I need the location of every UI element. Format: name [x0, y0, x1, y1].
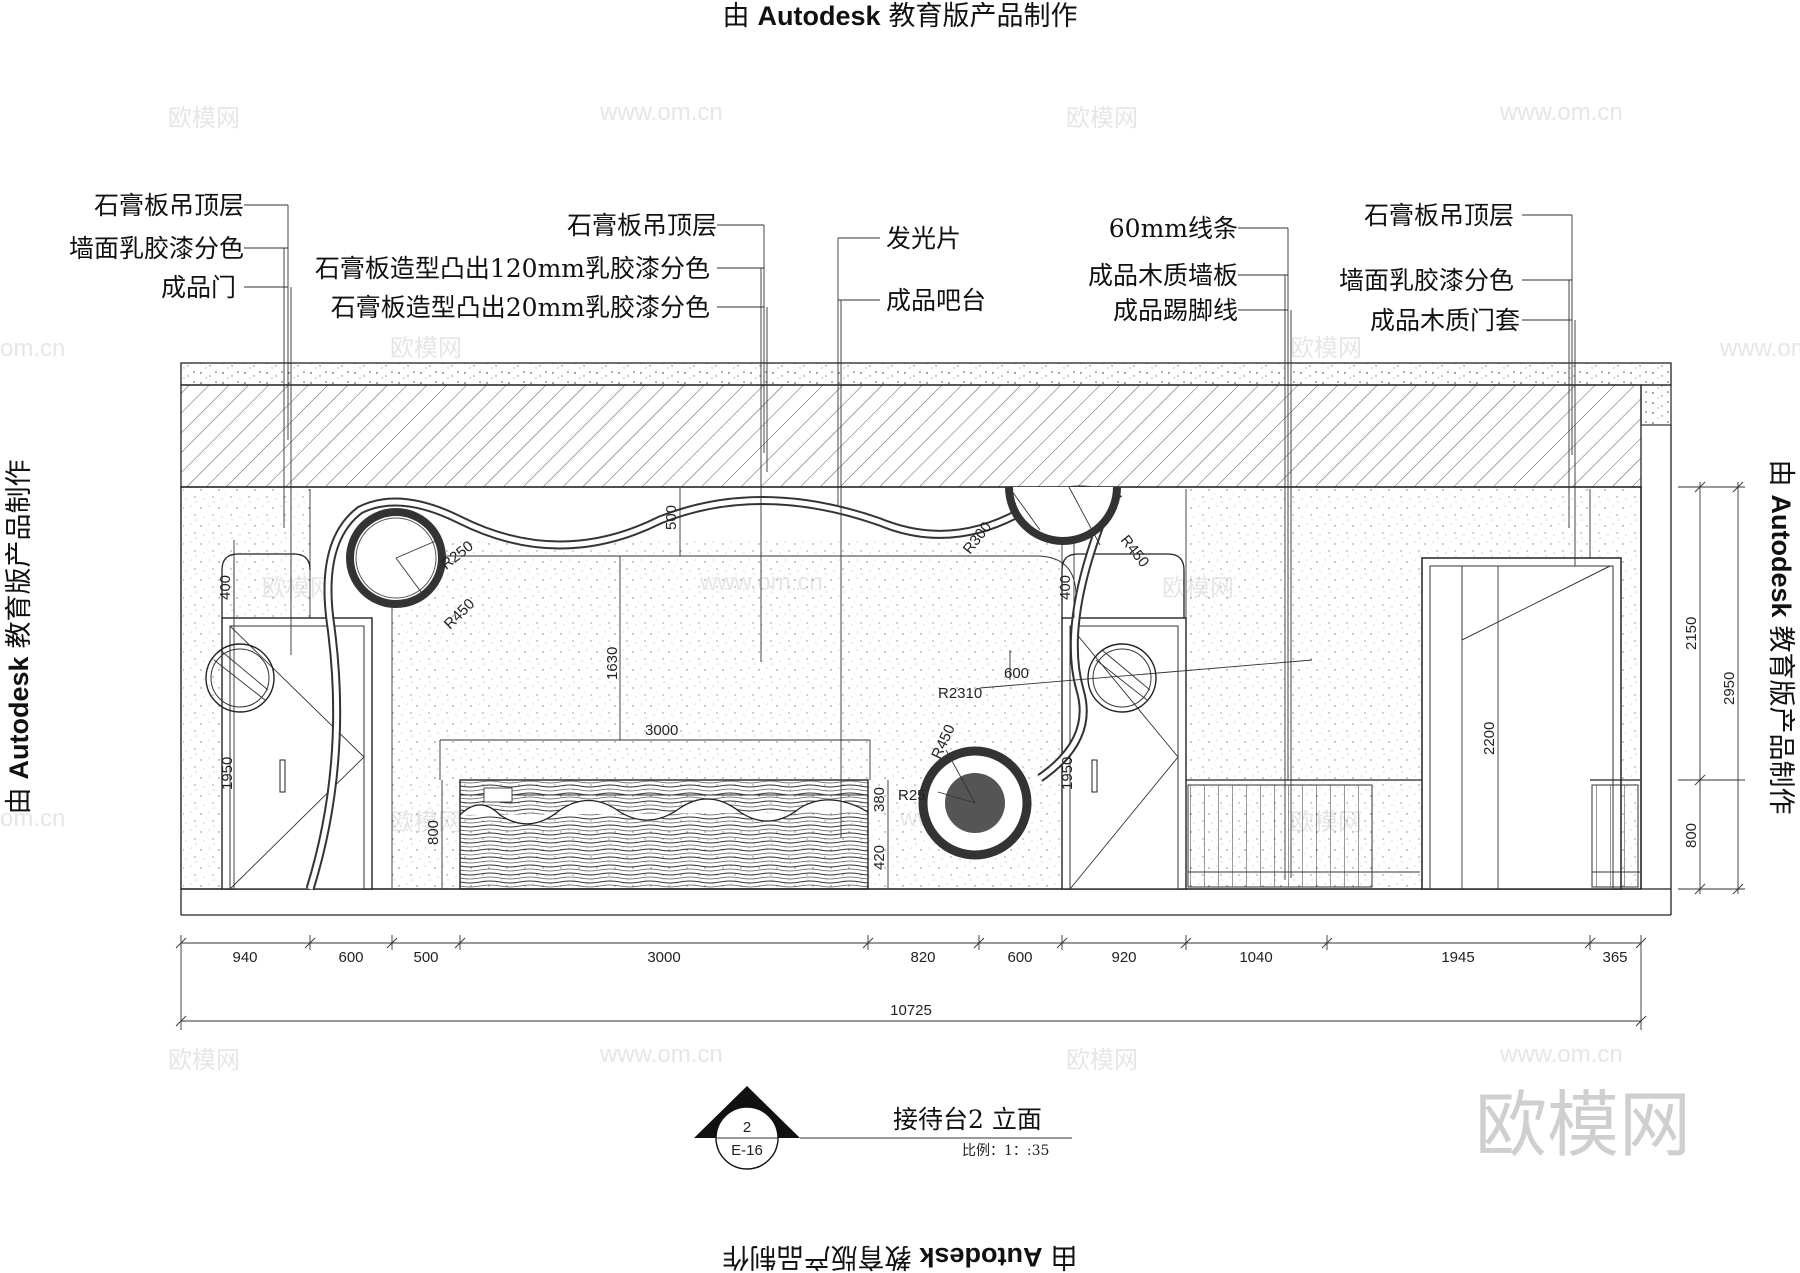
drawing-scale: 比例：1：:35 — [962, 1143, 1049, 1159]
dim-500: 500 — [663, 505, 680, 530]
label-light-panel: 发光片 — [886, 224, 961, 253]
label-gypsum-ceiling-center: 石膏板吊顶层 — [567, 211, 717, 240]
watermark-text: www.om.cn — [599, 1041, 723, 1068]
dim-2950: 2950 — [1721, 672, 1738, 705]
watermark-text: 欧模网 — [168, 1046, 240, 1074]
watermark-logo: 欧模网 — [1475, 1083, 1691, 1167]
labels-center: 发光片 成品吧台 — [886, 224, 986, 315]
dim-bottom-600-b: 600 — [1007, 949, 1032, 966]
watermark-text: www.om.cn — [599, 99, 723, 126]
label-gypsum-ceiling-left: 石膏板吊顶层 — [94, 191, 244, 220]
right-dimensions: 2150 2950 800 — [1678, 481, 1745, 895]
dim-r25: R25 — [898, 787, 926, 804]
dim-1950-a: 1950 — [219, 757, 236, 790]
wall-elevation: 500 R250 R450 R300 R450 400 400 1630 600… — [180, 425, 1672, 916]
labels-center-left: 石膏板吊顶层 石膏板造型凸出120mm乳胶漆分色 石膏板造型凸出20mm乳胶漆分… — [315, 211, 717, 322]
dim-r2310: R2310 — [938, 685, 982, 702]
dim-2150: 2150 — [1683, 617, 1700, 650]
labels-left: 石膏板吊顶层 墙面乳胶漆分色 成品门 — [69, 191, 244, 302]
dim-3000: 3000 — [645, 722, 678, 739]
dim-bottom-920: 920 — [1111, 949, 1136, 966]
label-finished-door-left: 成品门 — [161, 273, 236, 302]
title-sheet: E-16 — [731, 1142, 763, 1159]
stamp-right: 由Autodesk教育版产品制作 — [1766, 459, 1796, 814]
dim-bottom-820: 820 — [910, 949, 935, 966]
label-door-casing: 成品木质门套 — [1370, 306, 1520, 335]
dim-380: 380 — [871, 787, 888, 812]
dim-bottom-940: 940 — [232, 949, 257, 966]
watermark-text: 欧模网 — [1290, 334, 1362, 362]
label-bar-counter: 成品吧台 — [886, 286, 986, 315]
watermark-text: 欧模网 — [1066, 1046, 1138, 1074]
watermark-text: 欧模网 — [1066, 104, 1138, 132]
dim-400-b: 400 — [1057, 575, 1074, 600]
dim-bottom-365: 365 — [1602, 949, 1627, 966]
dim-800-inner: 800 — [425, 820, 442, 845]
dim-600: 600 — [1004, 665, 1029, 682]
dim-2200: 2200 — [1481, 722, 1498, 755]
left-door — [205, 553, 373, 890]
labels-center-right: 60mm线条 成品木质墙板 成品踢脚线 — [1088, 214, 1238, 325]
watermark-text: 欧模网 — [168, 104, 240, 132]
dim-1630: 1630 — [604, 647, 621, 680]
label-skirting: 成品踢脚线 — [1113, 296, 1238, 325]
watermark-text: www.om.cn — [1719, 335, 1800, 362]
bottom-dimensions: 940 600 500 3000 820 600 920 1040 1945 3… — [175, 935, 1647, 1030]
watermark-text: 欧模网 — [390, 334, 462, 362]
dim-1950-b: 1950 — [1059, 757, 1076, 790]
ceiling-slab — [180, 362, 1672, 488]
stamp-bottom: 由Autodesk教育版产品制作 — [722, 1242, 1077, 1272]
watermark-text: www.om.cn — [1499, 99, 1623, 126]
ring-upper-right — [1005, 486, 1121, 545]
label-wall-paint-left: 墙面乳胶漆分色 — [69, 234, 244, 263]
watermark-text: om.cn — [0, 805, 65, 832]
title-number: 2 — [743, 1119, 751, 1136]
dim-400-a: 400 — [217, 575, 234, 600]
labels-right: 石膏板吊顶层 墙面乳胶漆分色 成品木质门套 — [1339, 201, 1520, 335]
watermark-text: om.cn — [0, 335, 65, 362]
right-door — [1061, 553, 1187, 890]
label-gypsum-20mm: 石膏板造型凸出20mm乳胶漆分色 — [331, 293, 710, 322]
label-gypsum-120mm: 石膏板造型凸出120mm乳胶漆分色 — [315, 254, 710, 283]
dim-800-right: 800 — [1683, 823, 1700, 848]
label-gypsum-ceiling-right: 石膏板吊顶层 — [1364, 201, 1514, 230]
label-60mm-trim: 60mm线条 — [1109, 214, 1238, 243]
finished-door — [1186, 557, 1640, 890]
dim-r450-b: R450 — [1117, 532, 1152, 571]
stamp-left: 由Autodesk教育版产品制作 — [4, 459, 34, 814]
dim-bottom-1040: 1040 — [1239, 949, 1272, 966]
dim-bottom-1945: 1945 — [1441, 949, 1474, 966]
dim-bottom-500: 500 — [413, 949, 438, 966]
ring-lower — [918, 746, 1032, 860]
label-wall-paint-right: 墙面乳胶漆分色 — [1339, 266, 1514, 295]
label-wood-wall-panel: 成品木质墙板 — [1088, 261, 1238, 290]
dim-bottom-600-a: 600 — [338, 949, 363, 966]
decorative-band — [305, 485, 1123, 891]
dim-bottom-3000: 3000 — [647, 949, 680, 966]
drawing-title: 接待台2 立面 — [893, 1105, 1042, 1134]
bar-counter — [459, 779, 869, 890]
dim-420: 420 — [871, 845, 888, 870]
watermark-text: www.om.cn — [1499, 1041, 1623, 1068]
dim-total: 10725 — [890, 1002, 932, 1019]
annotation-leaders — [244, 204, 1576, 880]
title-block: 2 E-16 接待台2 立面 比例：1：:35 — [694, 1086, 1072, 1170]
